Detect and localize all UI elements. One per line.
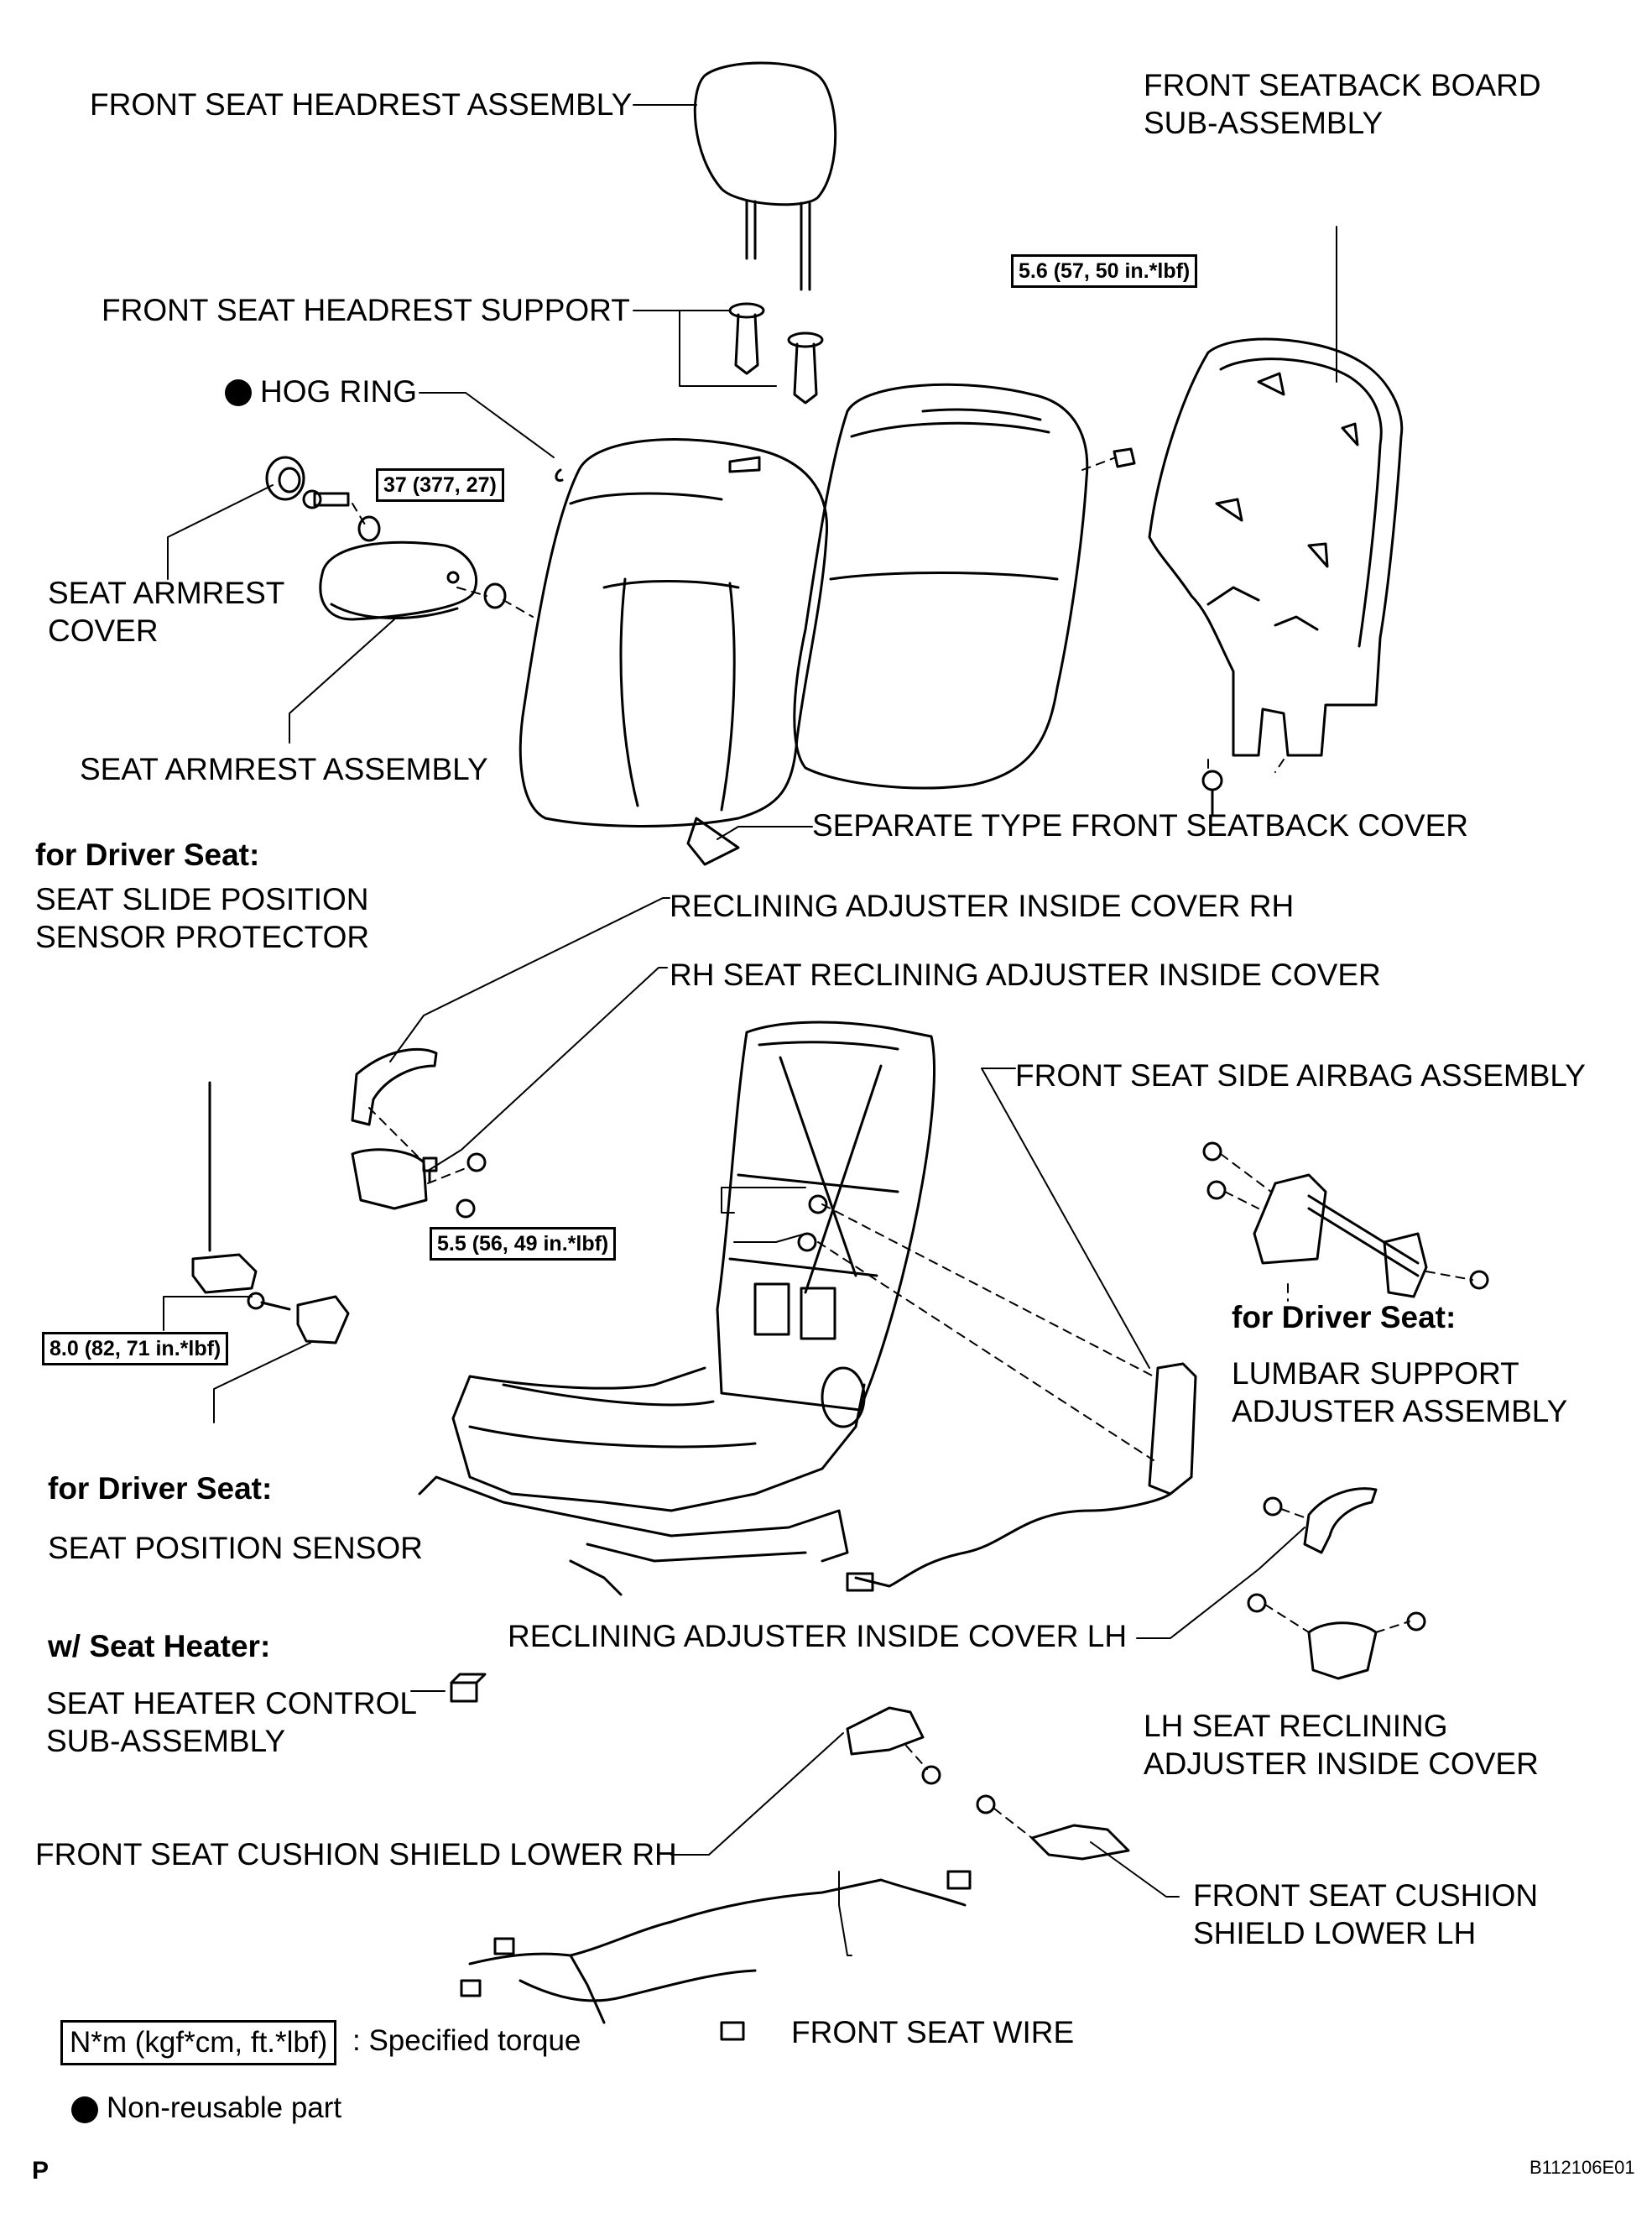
torque-legend-box: N*m (kgf*cm, ft.*lbf) — [60, 2020, 337, 2065]
torque-armrest: 37 (377, 27) — [376, 468, 504, 502]
assembly-dash-lines — [352, 457, 1473, 1839]
side-airbag-label: FRONT SEAT SIDE AIRBAG ASSEMBLY — [1015, 1058, 1586, 1093]
reclining-cover-lh-label: RECLINING ADJUSTER INSIDE COVER LH — [508, 1619, 1128, 1653]
headrest-support-label: FRONT SEAT HEADREST SUPPORT — [102, 293, 630, 327]
non-reusable-dot — [225, 379, 252, 406]
lumbar-label-line2: ADJUSTER ASSEMBLY — [1232, 1394, 1568, 1428]
torque-reclining-cover: 5.5 (56, 49 in.*lbf) — [430, 1227, 617, 1261]
side-airbag-part — [846, 1362, 1197, 1592]
seatback-cover-label: SEPARATE TYPE FRONT SEATBACK COVER — [812, 808, 1468, 843]
headrest-assembly-label: FRONT SEAT HEADREST ASSEMBLY — [90, 87, 633, 122]
slide-sensor-protector-label-line2: SENSOR PROTECTOR — [35, 920, 370, 954]
slide-sensor-protector-part — [191, 1081, 291, 1311]
front-seat-wire-label: FRONT SEAT WIRE — [791, 2015, 1075, 2049]
cushion-shield-lh-label-line1: FRONT SEAT CUSHION — [1193, 1878, 1539, 1913]
seatback-board-label-line1: FRONT SEATBACK BOARD — [1144, 68, 1541, 102]
headrest-assembly-part — [693, 61, 837, 291]
reclining-cover-rh-label: RECLINING ADJUSTER INSIDE COVER RH — [670, 889, 1295, 923]
figure-code: B112106E01 — [1530, 2157, 1635, 2178]
driver-seat-condition-1: for Driver Seat: — [35, 838, 260, 872]
seatback-cover-back-part — [793, 383, 1089, 790]
seat-position-sensor-part — [296, 1295, 350, 1344]
cushion-shield-lh-part — [976, 1794, 1130, 1861]
heater-control-label-line2: SUB-ASSEMBLY — [46, 1724, 286, 1758]
torque-slide-sensor: 8.0 (82, 71 in.*lbf) — [42, 1332, 229, 1365]
seatback-board-fasteners — [1113, 447, 1223, 816]
armrest-cover-label-line1: SEAT ARMREST — [48, 576, 285, 610]
driver-seat-condition-2: for Driver Seat: — [1232, 1300, 1457, 1334]
seatback-board-part — [1148, 337, 1404, 757]
front-seat-wire-part — [460, 1870, 972, 2041]
seatback-cover-part — [519, 438, 829, 866]
seat-position-sensor-label: SEAT POSITION SENSOR — [48, 1531, 423, 1565]
page-mark: P — [32, 2157, 50, 2185]
hog-ring-label: HOG RING — [260, 374, 418, 409]
headrest-support-part — [728, 302, 824, 405]
non-reusable-legend-label: Non-reusable part — [107, 2091, 342, 2124]
rh-reclining-cover-label: RH SEAT RECLINING ADJUSTER INSIDE COVER — [670, 958, 1381, 992]
driver-seat-condition-3: for Driver Seat: — [48, 1471, 273, 1506]
lh-reclining-cover-label-line1: LH SEAT RECLINING — [1144, 1709, 1448, 1743]
seat-heater-condition: w/ Seat Heater: — [48, 1629, 271, 1663]
seatback-board-label-line2: SUB-ASSEMBLY — [1144, 106, 1384, 140]
lumbar-support-part — [1202, 1141, 1489, 1298]
reclining-cover-lh-part — [1263, 1487, 1378, 1554]
slide-sensor-protector-label-line1: SEAT SLIDE POSITION — [35, 882, 369, 916]
lh-reclining-cover-label-line2: ADJUSTER INSIDE COVER — [1144, 1746, 1539, 1781]
cushion-shield-lh-label-line2: SHIELD LOWER LH — [1193, 1916, 1477, 1950]
leader-lines — [163, 104, 1337, 1956]
heater-control-label-line1: SEAT HEATER CONTROL — [46, 1686, 418, 1720]
armrest-cover-label-line2: COVER — [48, 613, 159, 648]
cushion-shield-rh-part — [846, 1706, 941, 1785]
cushion-shield-rh-label: FRONT SEAT CUSHION SHIELD LOWER RH — [35, 1837, 677, 1872]
non-reusable-legend-dot — [71, 2096, 98, 2123]
rh-reclining-cover-part — [351, 1148, 487, 1219]
hog-ring-part — [555, 468, 564, 483]
seat-heater-control-part — [450, 1673, 487, 1703]
torque-legend-description: : Specified torque — [352, 2024, 581, 2057]
torque-seatback-board: 5.6 (57, 50 in.*lbf) — [1011, 254, 1198, 288]
lh-reclining-cover-part — [1247, 1593, 1426, 1680]
armrest-assembly-label: SEAT ARMREST ASSEMBLY — [80, 752, 488, 786]
seat-frame-part — [418, 1021, 935, 1596]
armrest-assembly-part — [319, 540, 478, 621]
armrest-cover-part — [265, 456, 507, 609]
lumbar-label-line1: LUMBAR SUPPORT — [1232, 1356, 1519, 1391]
